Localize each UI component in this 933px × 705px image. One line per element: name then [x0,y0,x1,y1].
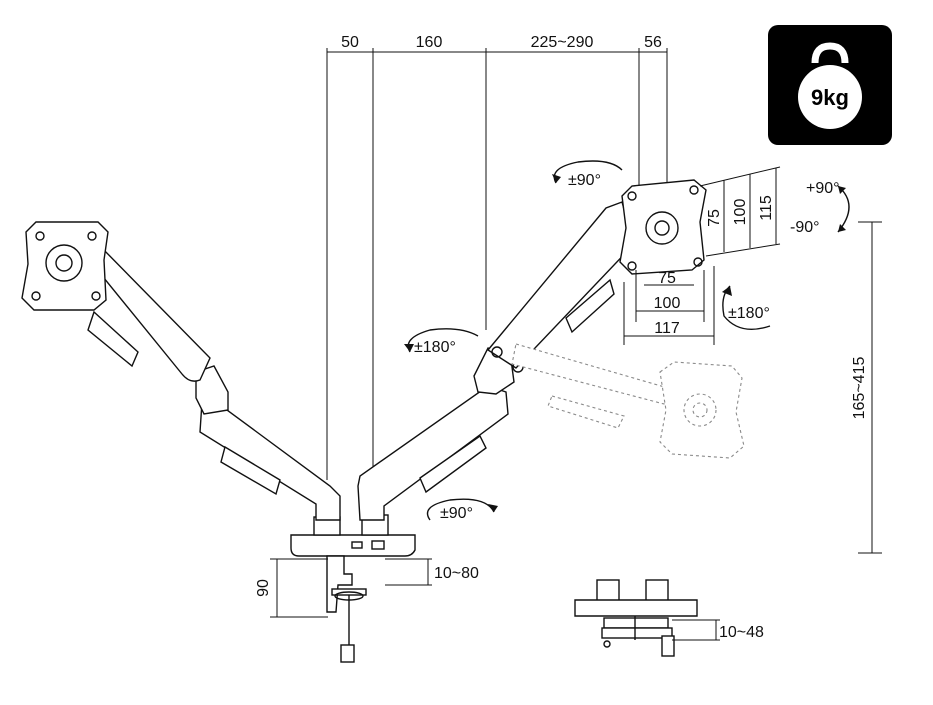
height-dimension [858,221,882,554]
dimension-plate-offset: 56 [644,34,662,51]
vesa-width-75: 75 [658,270,676,287]
rotation-arrows [404,160,850,521]
grommet-dimension-lines [672,619,720,641]
vesa-width-100: 100 [654,295,681,312]
swivel-top-label: ±90° [568,172,601,189]
grommet-desk-thickness-label: 10~48 [719,624,764,641]
vesa-height-75: 75 [706,209,723,227]
clamp-height-label: 90 [255,579,272,597]
dimension-arm-offset: 50 [341,34,359,51]
weight-badge: 9kg [768,25,892,145]
left-arm [84,245,341,521]
vesa-width-117: 117 [654,320,680,337]
base-rotation-label: ±90° [440,505,473,522]
top-dimension-lines [326,48,668,480]
left-vesa-plate [21,221,109,311]
plate-rotation-label: ±180° [728,305,770,322]
vesa-dimension-lines [623,166,781,345]
height-range-label: 165~415 [851,357,868,420]
weight-label: 9kg [811,85,849,110]
arm-rotation-label: ±180° [414,339,456,356]
clamp-desk-thickness-label: 10~80 [434,565,479,582]
vesa-height-115: 115 [758,195,775,221]
grommet-mount [574,579,698,657]
tilt-down-label: -90° [790,219,820,236]
right-arm [357,201,635,521]
clamp-dimension-lines [270,558,432,618]
vesa-height-100: 100 [732,199,749,226]
desk-clamp [290,514,416,663]
dimension-pole-spacing: 160 [416,34,443,51]
right-vesa-plate [619,179,707,275]
dimension-arm-reach: 225~290 [531,34,594,51]
kettlebell-icon [798,42,862,129]
ghost-arm-position [511,343,745,459]
tilt-up-label: +90° [806,180,840,197]
